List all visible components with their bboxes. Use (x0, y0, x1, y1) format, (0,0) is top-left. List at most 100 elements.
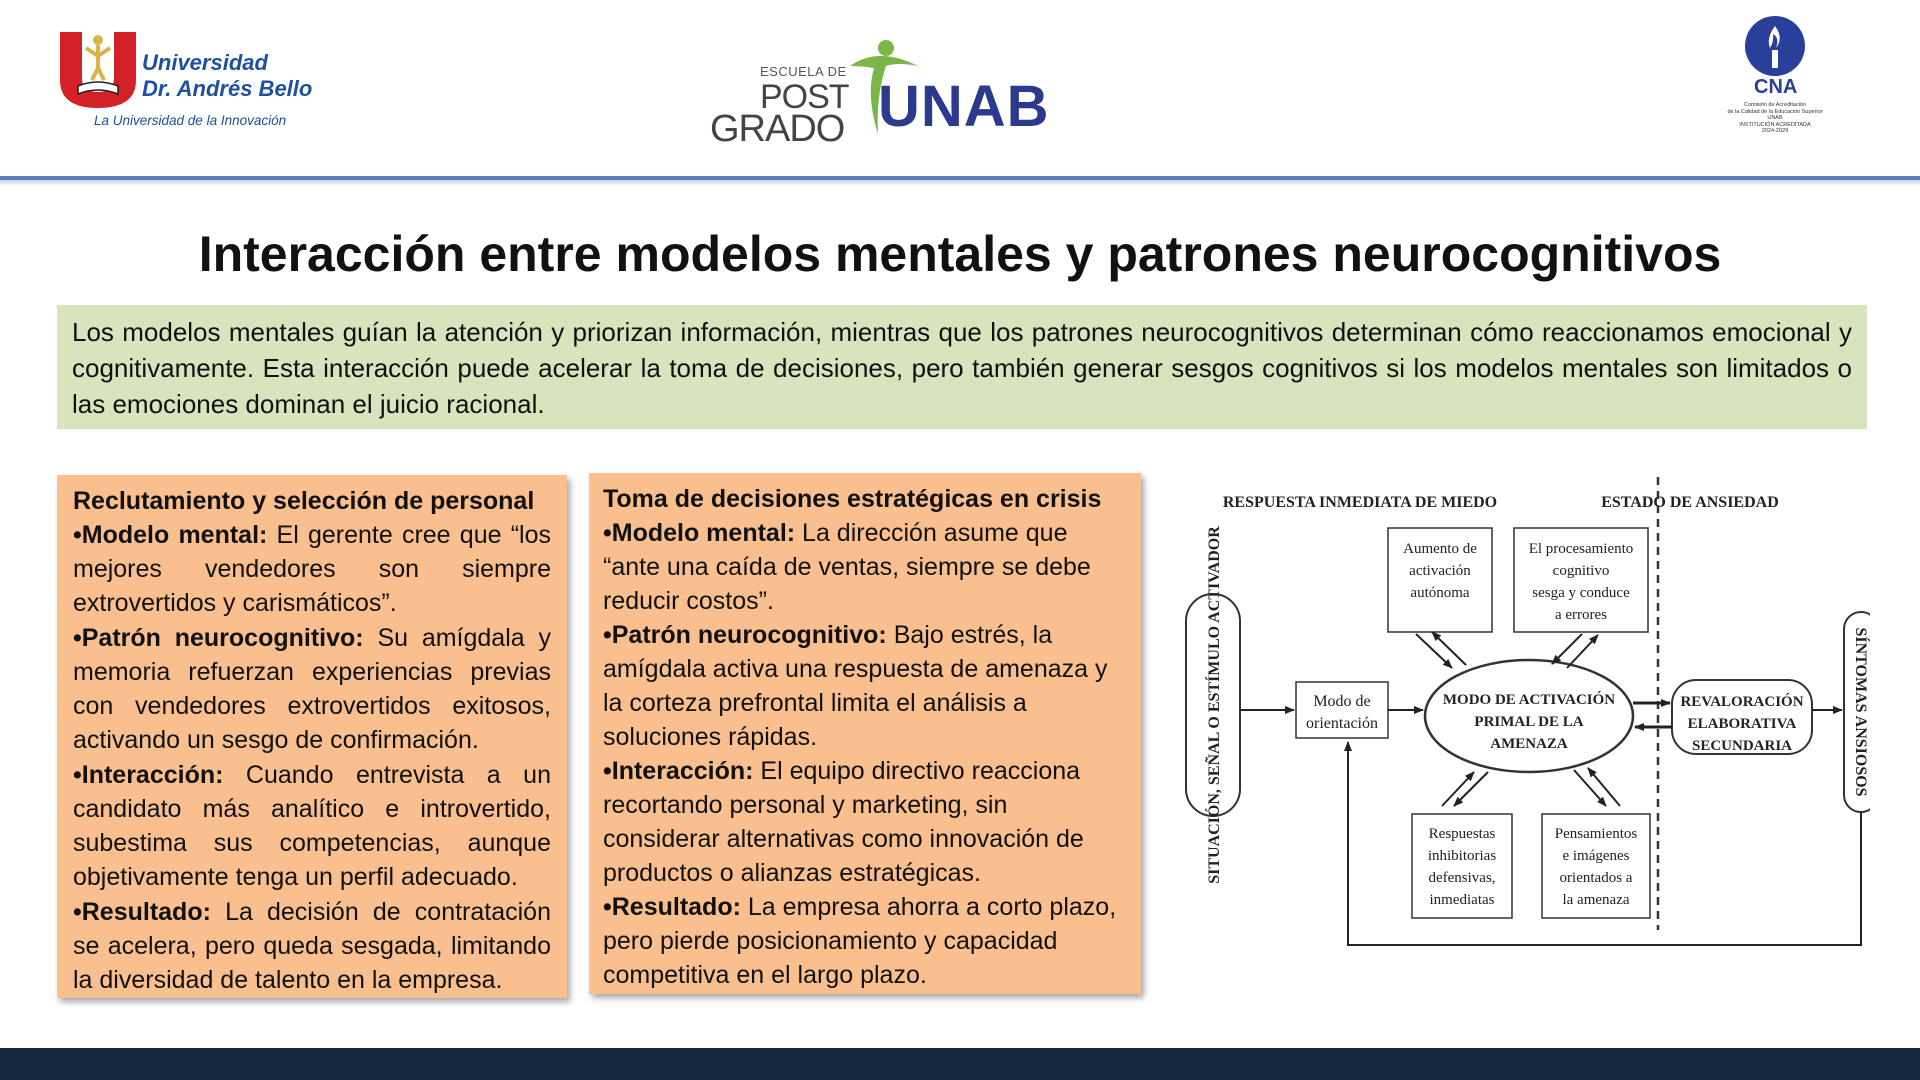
card-item-text: La decisión de contratación se acelera, … (73, 898, 551, 994)
arrow-center-autonomic (1415, 633, 1453, 669)
trigger-label: SITUACIÓN, SEÑAL O ESTÍMULO ACTIVADOR (1204, 526, 1223, 884)
cognitive-line: sesga y conduce (1532, 585, 1630, 601)
postgrado-unab: UNAB (878, 74, 1050, 139)
arrow-center-threat-thoughts (1573, 769, 1607, 807)
trigger-pill (1185, 593, 1241, 817)
feedback-loop-arrow (1344, 741, 1862, 946)
cna-torch-icon (1745, 16, 1805, 76)
threat-thoughts-box (1541, 813, 1651, 919)
card-item-text: El gerente cree que “los mejores vendedo… (73, 521, 551, 617)
defensive-line: defensivas, (1428, 870, 1495, 886)
card-item: •Modelo mental: La dirección asume que “… (603, 516, 1127, 618)
card-item: •Patrón neurocognitivo: Su amígdala y me… (73, 621, 551, 757)
center-line: MODO DE ACTIVACIÓN (1443, 691, 1615, 708)
cognitive-bias-box (1513, 527, 1649, 633)
card-item-text: La empresa ahorra a corto plazo, pero pi… (603, 893, 1117, 989)
cna-caption-line: UNAB (1767, 115, 1783, 121)
card-item-text: La dirección asume que “ante una caída d… (603, 519, 1091, 615)
anxiety-model-svg: RESPUESTA INMEDIATA DE MIEDO ESTADO DE A… (1185, 477, 1870, 946)
postgrado-logo[interactable]: ESCUELA DE POST GRADO UNAB (708, 36, 1058, 150)
card-item: •Resultado: La empresa ahorra a corto pl… (603, 890, 1127, 992)
threat-thoughts-line: Pensamientos (1555, 826, 1638, 842)
cna-caption-line: INSTITUCIÓN ACREDITADA (1739, 121, 1811, 128)
intro-text: Los modelos mentales guían la atención y… (72, 317, 1852, 419)
header-divider (0, 176, 1920, 180)
card-item-label: •Modelo mental: (73, 521, 268, 549)
intro-box: Los modelos mentales guían la atención y… (57, 305, 1867, 429)
center-line: AMENAZA (1490, 736, 1568, 752)
card-item-text: El equipo directivo reacciona recortando… (603, 757, 1084, 887)
arrow-threat-thoughts-center (1587, 767, 1621, 807)
card-item-label: •Resultado: (73, 898, 211, 926)
primal-threat-ellipse (1423, 658, 1635, 774)
defensive-line: Respuestas (1429, 826, 1496, 842)
threat-thoughts-line: la amenaza (1562, 892, 1629, 908)
card-item-label: •Resultado: (603, 893, 741, 921)
autonomic-line: autónoma (1410, 585, 1469, 601)
cognitive-line: a errores (1555, 607, 1607, 623)
reappraisal-box (1671, 679, 1813, 755)
defensive-responses-box (1411, 813, 1513, 919)
case-card-crisis-decisions: Toma de decisiones estratégicas en crisi… (589, 473, 1141, 994)
defensive-line: inhibitorias (1428, 848, 1496, 864)
card-item: •Interacción: Cuando entrevista a un can… (73, 758, 551, 894)
diagram-heading-immediate-fear: RESPUESTA INMEDIATA DE MIEDO (1223, 494, 1497, 511)
anxiety-model-diagram: RESPUESTA INMEDIATA DE MIEDO ESTADO DE A… (1170, 462, 1870, 962)
arrow-cognitive-center (1551, 633, 1583, 665)
arrow-center-defensive (1453, 771, 1489, 807)
header-divider-shadow (0, 180, 1920, 186)
cna-caption-line: de la Calidad de la Educación Superior (1727, 108, 1823, 115)
postgrado-escuela: ESCUELA DE (760, 64, 847, 79)
cna-text: CNA (1754, 76, 1798, 98)
card-item-text: Su amígdala y memoria refuerzan experien… (73, 624, 551, 754)
cna-accreditation-logo[interactable]: CNA Comisión de Acreditación de la Calid… (1710, 14, 1840, 144)
card-item-label: •Patrón neurocognitivo: (73, 624, 364, 652)
center-line: PRIMAL DE LA (1474, 714, 1583, 730)
page-title: Interacción entre modelos mentales y pat… (198, 226, 1722, 282)
diagram-heading-anxiety-state: ESTADO DE ANSIEDAD (1601, 494, 1779, 511)
card-item-text: Cuando entrevista a un candidato más ana… (73, 761, 551, 891)
orientation-line: orientación (1306, 715, 1378, 732)
reappraisal-line: SECUNDARIA (1692, 738, 1792, 754)
footer-bar (0, 1048, 1920, 1080)
arrow-center-cognitive (1566, 634, 1599, 669)
defensive-line: inmediatas (1430, 892, 1495, 908)
university-name: Universidad Dr. Andrés Bello (142, 50, 312, 102)
arrow-autonomic-center (1431, 631, 1467, 666)
card-heading: Reclutamiento y selección de personal (73, 487, 535, 515)
card-item-label: •Modelo mental: (603, 519, 796, 547)
card-item: •Modelo mental: El gerente cree que “los… (73, 518, 551, 620)
cognitive-line: El procesamiento (1529, 541, 1634, 557)
cna-caption: Comisión de Acreditación de la Calidad d… (1712, 102, 1838, 135)
unab-logo[interactable]: Universidad Dr. Andrés Bello La Universi… (56, 28, 356, 138)
postgrado-post: POST (760, 78, 850, 116)
unab-u-emblem-icon (60, 32, 136, 108)
postgrado-figure-icon (850, 40, 918, 134)
autonomic-arousal-box (1387, 527, 1493, 633)
card-item-label: •Patrón neurocognitivo: (603, 621, 887, 649)
symptoms-label: SÍNTOMAS ANSIOSOS (1852, 627, 1870, 796)
threat-thoughts-line: e imágenes (1562, 848, 1629, 864)
card-heading: Toma de decisiones estratégicas en crisi… (603, 485, 1102, 513)
university-tagline: La Universidad de la Innovación (94, 113, 287, 128)
autonomic-line: activación (1409, 563, 1471, 579)
cognitive-line: cognitivo (1553, 563, 1610, 579)
threat-thoughts-line: orientados a (1560, 870, 1633, 886)
autonomic-line: Aumento de (1403, 541, 1477, 557)
card-item-label: •Interacción: (603, 757, 754, 785)
postgrado-grado: GRADO (710, 108, 845, 150)
arrow-defensive-center (1441, 771, 1475, 807)
reappraisal-line: ELABORATIVA (1688, 716, 1797, 732)
university-name-line1: Universidad (142, 50, 268, 75)
card-item: •Resultado: La decisión de contratación … (73, 895, 551, 997)
reappraisal-line: REVALORACIÓN (1680, 693, 1803, 710)
header: Universidad Dr. Andrés Bello La Universi… (0, 0, 1920, 176)
university-name-line2: Dr. Andrés Bello (142, 76, 313, 101)
cna-caption-line: Comisión de Acreditación (1743, 102, 1807, 108)
cna-caption-line: 2024-2029 (1761, 128, 1789, 134)
card-item: •Interacción: El equipo directivo reacci… (603, 754, 1127, 890)
card-item-text: Bajo estrés, la amígdala activa una resp… (603, 621, 1108, 751)
case-card-recruitment: Reclutamiento y selección de personal •M… (57, 475, 567, 998)
orientation-line: Modo de (1313, 693, 1370, 710)
card-item-label: •Interacción: (73, 761, 224, 789)
